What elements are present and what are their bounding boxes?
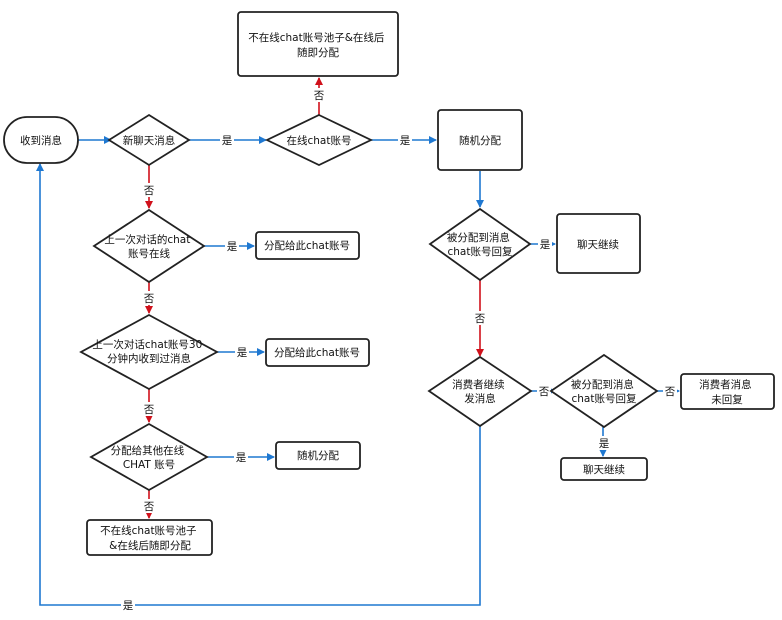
svg-text:在线chat账号: 在线chat账号 <box>287 134 352 147</box>
node-random-top-text: 随机分配 <box>459 134 501 147</box>
node-consumer-no-reply: 消费者消息 未回复 <box>680 373 775 410</box>
svg-text:聊天继续: 聊天继续 <box>577 238 619 251</box>
node-online-acct-text: 在线chat账号 <box>287 134 352 147</box>
svg-text:收到消息: 收到消息 <box>20 134 62 147</box>
svg-text:分配给此chat账号: 分配给此chat账号 <box>274 346 360 359</box>
label-consumer-yes: 是 <box>123 600 134 612</box>
node-replied-check: 被分配到消息 chat账号回复 <box>428 207 532 282</box>
node-assign-this-2-text: 分配给此chat账号 <box>274 346 360 359</box>
node-assign-this-1-text: 分配给此chat账号 <box>264 239 350 252</box>
node-last-30min-line-1: 上一次对话chat账号30 <box>92 338 202 351</box>
node-not-online-top: 不在线chat账号池子&在线后 随即分配 <box>237 11 399 77</box>
node-not-online-bottom-line-1: 不在线chat账号池子 <box>100 524 196 537</box>
node-consumer-continue-line-1: 消费者继续 <box>452 378 505 391</box>
node-replied-check-2-line-1: 被分配到消息 <box>571 378 634 391</box>
node-last-online-line-2: 账号在线 <box>128 247 170 260</box>
svg-text:新聊天消息: 新聊天消息 <box>123 134 176 147</box>
label-assign-other-yes: 是 <box>236 452 247 464</box>
svg-text:消费者消息 未回复: 消费者消息 未回复 <box>699 378 755 406</box>
node-start: 收到消息 <box>3 116 79 164</box>
node-consumer-continue: 消费者继续 发消息 <box>427 355 533 428</box>
label-assign-other-no: 否 <box>144 501 155 513</box>
label-replied-yes: 是 <box>540 239 551 251</box>
label-last-online-yes: 是 <box>227 241 238 253</box>
svg-text:不在线chat账号池子&在线后 随即分配: 不在线chat账号池子&在线后 随即分配 <box>248 31 388 59</box>
label-online-acct-yes: 是 <box>400 135 411 147</box>
node-assign-this-2: 分配给此chat账号 <box>265 338 370 367</box>
label-last-30min-no: 否 <box>144 404 155 416</box>
edge-consumer-yes-loop <box>36 163 481 606</box>
node-random-2-text: 随机分配 <box>297 449 339 462</box>
node-replied-check-line-1: 被分配到消息 <box>447 231 510 244</box>
node-chat-continue-1: 聊天继续 <box>556 213 641 274</box>
label-replied2-no: 否 <box>665 386 676 398</box>
node-not-online-bottom-line-2: &在线后随即分配 <box>109 539 191 552</box>
node-assign-this-1: 分配给此chat账号 <box>255 231 360 260</box>
svg-text:被分配到消息 chat账号回复: 被分配到消息 chat账号回复 <box>571 378 637 405</box>
node-consumer-continue-line-2: 发消息 <box>464 392 496 405</box>
node-consumer-no-reply-line-1: 消费者消息 <box>699 378 752 391</box>
node-new-chat-text: 新聊天消息 <box>123 134 176 147</box>
node-not-online-top-line-1: 不在线chat账号池子&在线后 <box>248 31 384 44</box>
svg-text:随机分配: 随机分配 <box>297 449 339 462</box>
svg-text:不在线chat账号池子 &在线后随即分配: 不在线chat账号池子 &在线后随即分配 <box>100 524 200 552</box>
node-consumer-no-reply-line-2: 未回复 <box>711 393 743 406</box>
node-last-30min-line-2: 分钟内收到过消息 <box>107 352 191 365</box>
node-assign-other: 分配给其他在线 CHAT 账号 <box>89 422 209 492</box>
node-last-online-line-1: 上一次对话的chat <box>104 233 190 246</box>
node-chat-continue-2-text: 聊天继续 <box>583 463 625 476</box>
label-new-chat-yes: 是 <box>222 135 233 147</box>
node-replied-check-line-2: chat账号回复 <box>448 245 513 258</box>
node-last-online: 上一次对话的chat 账号在线 <box>92 208 206 284</box>
svg-text:随机分配: 随机分配 <box>459 134 501 147</box>
node-online-acct: 在线chat账号 <box>264 114 374 166</box>
node-chat-continue-1-text: 聊天继续 <box>577 238 619 251</box>
label-replied2-yes: 是 <box>599 438 610 450</box>
node-last-30min: 上一次对话chat账号30 分钟内收到过消息 <box>79 313 219 391</box>
svg-text:被分配到消息 chat账号回复: 被分配到消息 chat账号回复 <box>447 231 513 258</box>
node-assign-other-line-2: CHAT 账号 <box>123 459 175 471</box>
node-random-2: 随机分配 <box>275 441 361 470</box>
svg-text:上一次对话的chat 账号在线: 上一次对话的chat 账号在线 <box>104 233 193 260</box>
svg-text:分配给其他在线 CHAT 账号: 分配给其他在线 CHAT 账号 <box>111 444 188 471</box>
node-assign-other-line-1: 分配给其他在线 <box>111 444 185 457</box>
node-not-online-bottom: 不在线chat账号池子 &在线后随即分配 <box>86 519 213 556</box>
label-replied-no: 否 <box>475 313 486 325</box>
label-consumer-no: 否 <box>539 386 550 398</box>
svg-text:分配给此chat账号: 分配给此chat账号 <box>264 239 350 252</box>
label-last-online-no: 否 <box>144 293 155 305</box>
node-random-top: 随机分配 <box>437 109 523 171</box>
node-new-chat: 新聊天消息 <box>107 113 191 167</box>
label-new-chat-no: 否 <box>144 185 155 197</box>
node-not-online-top-line-2: 随即分配 <box>297 46 339 59</box>
node-start-text: 收到消息 <box>20 134 62 147</box>
node-chat-continue-2: 聊天继续 <box>560 457 648 481</box>
node-replied-check-2-line-2: chat账号回复 <box>572 392 637 405</box>
svg-text:上一次对话chat账号30 分钟内收到过消息: 上一次对话chat账号30 分钟内收到过消息 <box>92 338 205 365</box>
label-online-acct-no: 否 <box>314 90 325 102</box>
svg-text:聊天继续: 聊天继续 <box>583 463 625 476</box>
label-last-30min-yes: 是 <box>237 347 248 359</box>
svg-text:消费者继续 发消息: 消费者继续 发消息 <box>452 378 508 405</box>
node-replied-check-2: 被分配到消息 chat账号回复 <box>549 353 659 429</box>
